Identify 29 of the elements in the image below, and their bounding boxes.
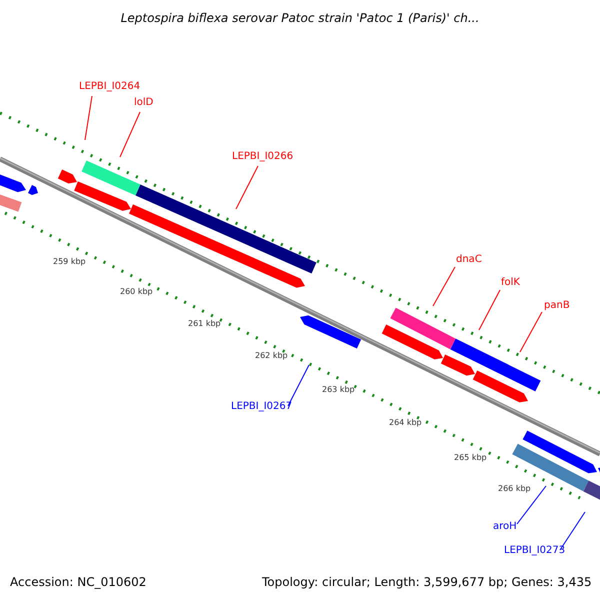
scale-label: 262 kbp: [255, 352, 288, 360]
leader-line: [478, 290, 500, 330]
leader-line: [84, 96, 92, 140]
gene-label: lolD: [134, 98, 154, 108]
gene-label: LEPBI_I0264: [79, 82, 140, 92]
scale-label: 260 kbp: [120, 288, 153, 296]
scale-label: 263 kbp: [322, 386, 355, 394]
leader-line: [560, 512, 586, 550]
gene-label: LEPBI_I0267: [231, 402, 292, 412]
map-title: Leptospira biflexa serovar Patoc strain 'Patoc 1 (Paris)' ch...: [120, 12, 480, 24]
leader-line: [288, 364, 310, 406]
leader-line: [236, 166, 258, 210]
gene-label: LEPBI_I0266: [232, 152, 294, 162]
leader-line: [432, 266, 456, 306]
scale-label: 259 kbp: [53, 258, 86, 266]
scale-label: 266 kbp: [498, 485, 531, 493]
scale-label: 265 kbp: [454, 454, 487, 462]
gene-label: panB: [544, 301, 570, 311]
leader-line: [120, 112, 140, 158]
gene-label: folK: [501, 278, 520, 288]
gene-label: aroH: [493, 522, 517, 532]
gene-label: LEPBI_I0273: [504, 546, 566, 556]
genome-info-text: Topology: circular; Length: 3,599,677 bp; Genes: 3,435: [262, 576, 592, 588]
leader-line: [520, 312, 542, 352]
scale-label: 261 kbp: [188, 320, 221, 328]
leader-line: [516, 486, 546, 524]
scale-label: 264 kbp: [389, 419, 422, 427]
accession-text: Accession: NC_010602: [10, 576, 146, 588]
gene-label: dnaC: [456, 255, 482, 265]
